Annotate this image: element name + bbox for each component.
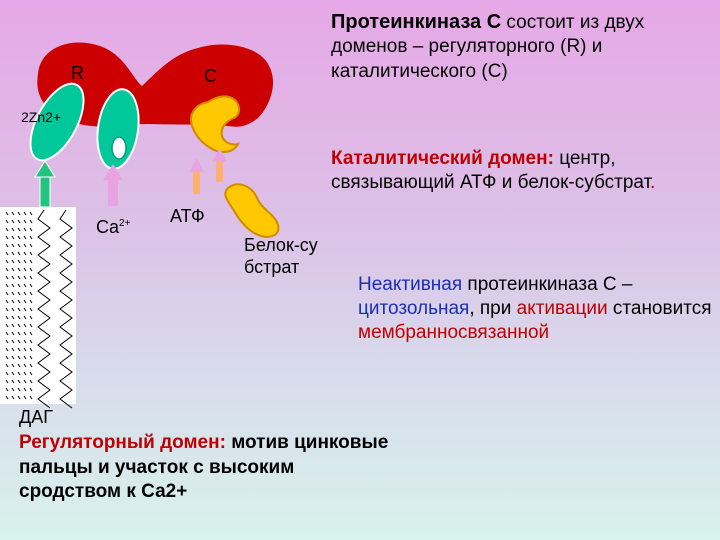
membrane-bound-word: мембранносвязанной (358, 322, 550, 344)
catalytic-domain (190, 95, 240, 153)
calcium-label: Ca2+ (96, 217, 130, 238)
dag-arrow (34, 160, 56, 208)
regulatory-domain-label: R (71, 63, 84, 83)
inactive-word: Неактивная (358, 274, 463, 295)
regulatory-label: Регуляторный домен: (19, 432, 226, 453)
activation-word: активации (516, 298, 608, 320)
protein-substrate (224, 183, 280, 238)
ca-binding-site (111, 136, 127, 160)
zinc-finger-domain (29, 82, 85, 162)
protein-substrate-label: Белок-су бстрат (244, 235, 318, 277)
regulatory-text: мотив цинковые пальцы и участок с высоки… (19, 432, 389, 503)
calcium-label-charge: 2+ (119, 218, 131, 229)
title-rest: состоит из двух доменов – регуляторного … (331, 12, 645, 82)
atp-arrow-left (189, 158, 204, 194)
inactive-text-1: протеинкиназа С – (462, 274, 633, 295)
title-paragraph: Протеинкиназа С состоит из двух доменов … (331, 10, 681, 84)
atp-label: АТФ (170, 206, 205, 226)
title-bold: Протеинкиназа С (331, 11, 502, 33)
regulatory-paragraph: Регуляторный домен: мотив цинковые пальц… (19, 431, 399, 505)
inactive-text-3: становится (607, 298, 712, 320)
calcium-label-base: Ca (96, 217, 120, 237)
atp-arrow-right (212, 148, 227, 182)
catalytic-paragraph: Каталитический домен: центр, связывающий… (331, 147, 713, 195)
catalytic-text: центр, связывающий АТФ и белок-субстрат (331, 148, 651, 194)
inactive-text-2: , при (469, 298, 517, 320)
zinc-label: 2Zn2+ (21, 109, 62, 125)
cytosolic-word: цитозольная (358, 298, 470, 320)
dag-label: ДАГ (19, 407, 53, 427)
catalytic-domain-label: C (204, 66, 217, 86)
ca-arrow (103, 164, 123, 206)
catalytic-label: Каталитический домен: (331, 148, 554, 169)
cell-membrane (0, 207, 76, 409)
inactive-paragraph: Неактивная протеинкиназа С – цитозольная… (358, 273, 714, 345)
catalytic-dot: . (650, 172, 656, 194)
